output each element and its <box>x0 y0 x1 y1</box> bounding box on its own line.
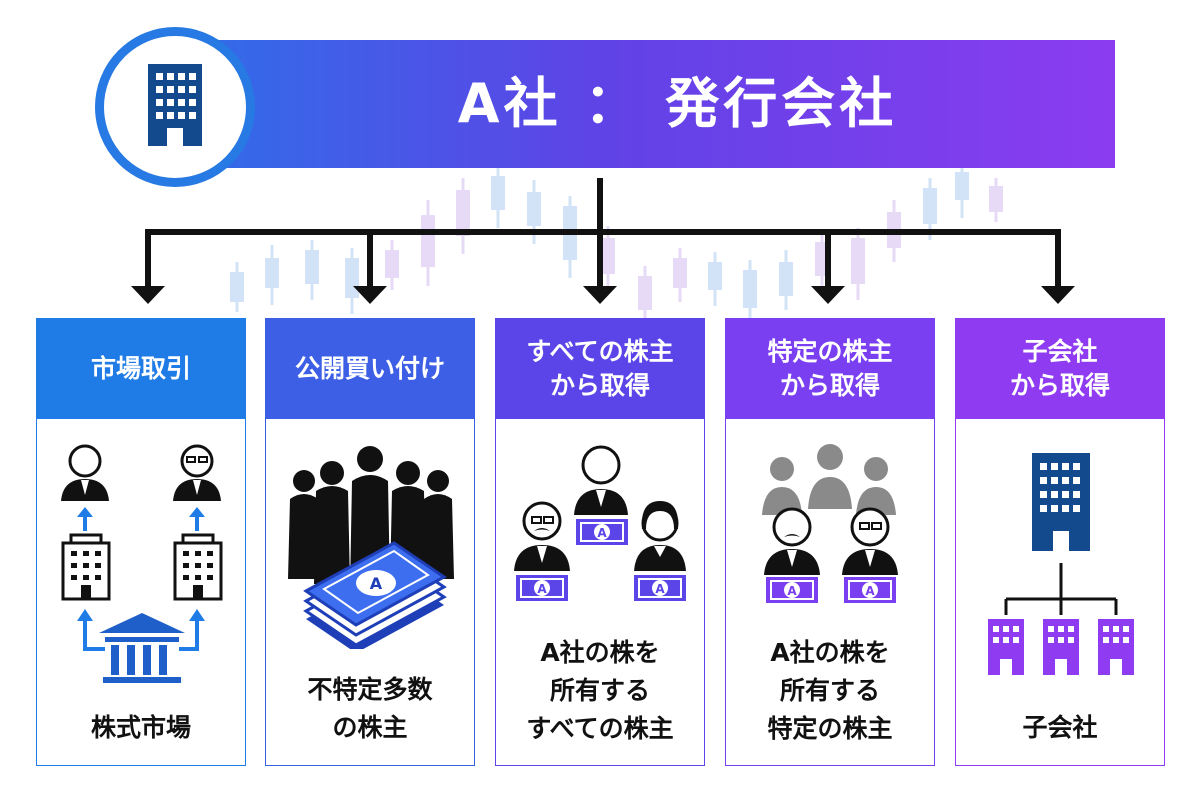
body-line: 所有する <box>779 676 880 705</box>
method-card-specific-shareholders: 特定の株主 から取得 A A A社の株を 所有する 特定の株主 <box>725 318 935 766</box>
method-body: 子会社 <box>956 709 1164 747</box>
method-body: 株式市場 <box>37 709 245 747</box>
banknote-label: A <box>597 526 607 540</box>
body-line: A社の株を <box>540 638 660 667</box>
method-body: A社の株を 所有する 特定の株主 <box>726 634 934 748</box>
method-title-line2: から取得 <box>1009 371 1110 400</box>
all-shareholders-illustration: A A A <box>514 445 686 601</box>
banknote-label: A <box>537 582 547 596</box>
method-body: 不特定多数 の株主 <box>266 671 474 747</box>
method-card-header: 市場取引 <box>37 319 245 419</box>
method-title-line2: から取得 <box>549 371 650 400</box>
banknote-icon: A <box>576 519 628 545</box>
banknote-icon: A <box>766 577 818 603</box>
method-body: A社の株を 所有する すべての株主 <box>496 634 704 748</box>
shareholder-icon <box>574 445 628 515</box>
banknote-icon: A <box>844 577 896 603</box>
method-card-subsidiary: 子会社 から取得 子会 <box>955 318 1165 766</box>
method-title: すべての株主 <box>526 337 674 366</box>
body-line: 不特定多数 <box>307 675 433 704</box>
banknote-icon: A <box>634 575 686 601</box>
body-line: すべての株主 <box>526 714 674 743</box>
body-line: 所有する <box>549 676 650 705</box>
body-line: 子会社 <box>1022 713 1098 742</box>
method-card-header: 公開買い付け <box>266 319 474 419</box>
businessman-icon <box>61 444 109 501</box>
method-card-header: すべての株主 から取得 <box>496 319 704 419</box>
subsidiary-illustration <box>988 453 1134 675</box>
stock-exchange-icon <box>99 613 185 683</box>
office-building-icon <box>1032 453 1090 551</box>
method-title-line2: から取得 <box>779 371 880 400</box>
banknote-label: A <box>865 584 875 598</box>
businessman-icon <box>173 444 221 501</box>
shareholder-icon <box>514 501 570 571</box>
shareholder-icon <box>634 501 686 571</box>
body-line: A社の株を <box>770 638 890 667</box>
method-title: 特定の株主 <box>767 337 893 366</box>
shareholder-icon <box>764 507 820 575</box>
banknote-label: A <box>787 584 797 598</box>
method-card-market: 市場取引 <box>36 318 246 766</box>
banknote-label: A <box>370 574 383 593</box>
banknote-icon: A <box>516 575 568 601</box>
banknote-label: A <box>655 582 665 596</box>
body-line: 株式市場 <box>90 713 191 742</box>
method-card-tender-offer: 公開買い付け A 不特定多数 の株主 <box>265 318 475 766</box>
method-card-header: 子会社 から取得 <box>956 319 1164 419</box>
body-line: 特定の株主 <box>767 714 893 743</box>
tender-offer-illustration: A <box>288 446 454 649</box>
issuer-logo <box>95 27 255 187</box>
market-illustration <box>61 444 223 683</box>
crowd-silhouette-icon <box>762 444 896 515</box>
shareholder-icon <box>842 507 898 575</box>
method-title: 子会社 <box>1022 337 1098 366</box>
issuer-banner: A社 ： 発行会社 <box>180 40 1115 168</box>
banknote-stack-icon: A <box>303 541 447 649</box>
method-card-header: 特定の株主 から取得 <box>726 319 934 419</box>
method-card-all-shareholders: すべての株主 から取得 A A A A社の株を 所有する すべて <box>495 318 705 766</box>
body-line: の株主 <box>332 713 408 742</box>
issuer-title: A社 ： 発行会社 <box>457 72 898 135</box>
method-title: 公開買い付け <box>294 354 445 383</box>
specific-shareholders-illustration: A A <box>762 444 898 603</box>
office-building-icon <box>148 64 202 146</box>
method-title: 市場取引 <box>90 354 191 383</box>
